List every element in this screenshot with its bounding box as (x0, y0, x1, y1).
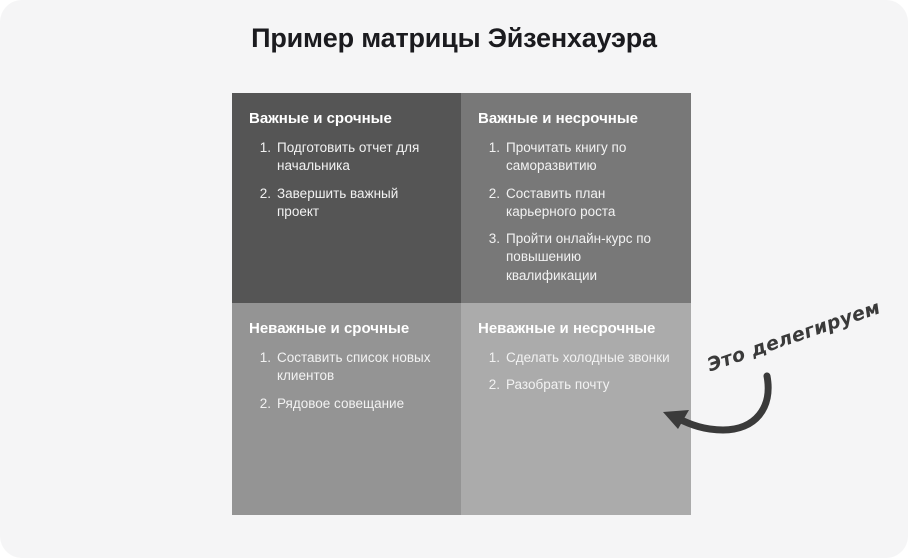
list-item-number: 3. (488, 231, 500, 247)
list-item-text: Разобрать почту (506, 377, 610, 393)
quadrant-title: Неважные и срочные (249, 320, 410, 337)
quadrant-task-list: 1. Сделать холодные звонки 2. Разобрать … (478, 349, 674, 394)
list-item-number: 2. (488, 185, 500, 201)
list-item: 1. Сделать холодные звонки (478, 349, 674, 367)
list-item-text: Подготовить отчет для начальника (277, 140, 420, 174)
list-item-number: 2. (488, 377, 500, 393)
page-title: Пример матрицы Эйзенхауэра (251, 23, 657, 53)
list-item: 1. Подготовить отчет для начальника (249, 139, 444, 175)
quadrant-task-list: 1. Прочитать книгу по саморазвитию 2. Со… (478, 139, 674, 285)
quadrant-title: Важные и несрочные (478, 110, 638, 127)
list-item-number: 2. (259, 395, 271, 411)
list-item: 1. Прочитать книгу по саморазвитию (478, 139, 674, 175)
list-item-text: Сделать холодные звонки (506, 350, 670, 366)
quadrant-important-not-urgent: Важные и несрочные 1. Прочитать книгу по… (461, 93, 691, 303)
list-item-text: Пройти онлайн-курс по повышению квалифик… (506, 231, 652, 283)
quadrant-title: Неважные и несрочные (478, 320, 656, 337)
quadrant-not-important-urgent: Неважные и срочные 1. Составить список н… (232, 303, 461, 515)
quadrant-not-important-not-urgent: Неважные и несрочные 1. Сделать холодные… (461, 303, 691, 515)
list-item-text: Составить план карьерного роста (506, 185, 616, 219)
quadrant-task-list: 1. Составить список новых клиентов 2. Ря… (249, 349, 444, 413)
eisenhower-matrix: Важные и срочные 1. Подготовить отчет дл… (232, 93, 691, 515)
list-item: 1. Составить список новых клиентов (249, 349, 444, 385)
list-item-text: Рядовое совещание (277, 395, 405, 411)
list-item-number: 1. (259, 140, 271, 156)
list-item-text: Завершить важный проект (277, 185, 399, 219)
list-item: 2. Завершить важный проект (249, 185, 444, 221)
list-item-number: 1. (259, 350, 271, 366)
list-item-number: 1. (488, 350, 500, 366)
quadrant-important-urgent: Важные и срочные 1. Подготовить отчет дл… (232, 93, 461, 303)
list-item: 2. Рядовое совещание (249, 395, 444, 413)
list-item-number: 1. (488, 140, 500, 156)
list-item-text: Составить список новых клиентов (277, 350, 431, 384)
curved-arrow-icon (663, 372, 772, 434)
list-item: 2. Разобрать почту (478, 376, 674, 394)
list-item-text: Прочитать книгу по саморазвитию (506, 140, 627, 174)
list-item-number: 2. (259, 185, 271, 201)
list-item: 3. Пройти онлайн-курс по повышению квали… (478, 230, 674, 285)
list-item: 2. Составить план карьерного роста (478, 185, 674, 221)
quadrant-task-list: 1. Подготовить отчет для начальника 2. З… (249, 139, 444, 221)
quadrant-title: Важные и срочные (249, 110, 392, 127)
